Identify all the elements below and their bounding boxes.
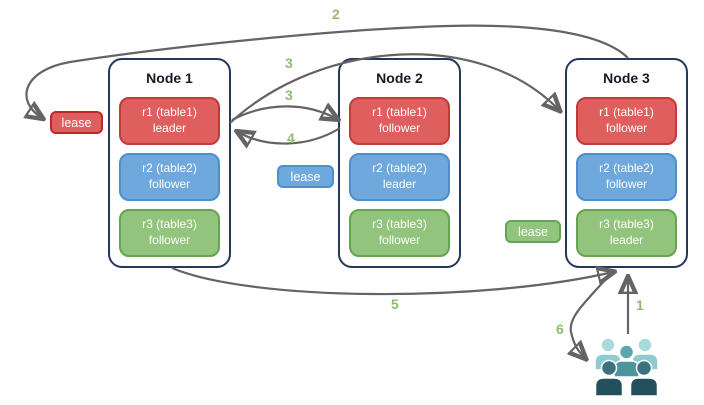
node-1: Node 1 r1 (table1) leader r2 (table2) fo… xyxy=(108,58,231,268)
node1-replica-r2: r2 (table2) follower xyxy=(119,153,220,201)
node1-replica-r1: r1 (table1) leader xyxy=(119,97,220,145)
step-label-6: 6 xyxy=(556,321,564,337)
lease-badge-r2: lease xyxy=(277,165,334,188)
node-1-title: Node 1 xyxy=(146,70,193,86)
replica-name: r1 (table1) xyxy=(599,105,654,120)
replica-role: follower xyxy=(378,233,421,247)
step-label-3-lower: 3 xyxy=(285,87,293,103)
replica-name: r3 (table3) xyxy=(599,217,654,232)
users-group-icon xyxy=(594,337,659,397)
replica-name: r1 (table1) xyxy=(372,105,427,120)
replica-name: r3 (table3) xyxy=(142,217,197,232)
replica-role: leader xyxy=(382,177,417,191)
node-2: Node 2 r1 (table1) follower r2 (table2) … xyxy=(338,58,461,268)
step-label-5: 5 xyxy=(391,296,399,312)
replica-role: follower xyxy=(378,121,421,135)
node3-replica-r1: r1 (table1) follower xyxy=(576,97,677,145)
node2-replica-r3: r3 (table3) follower xyxy=(349,209,450,257)
lease-badge-r3: lease xyxy=(505,220,561,243)
arrow-step-5-node1-to-node3 xyxy=(171,268,613,296)
step-label-4: 4 xyxy=(287,130,295,146)
replica-name: r2 (table2) xyxy=(599,161,654,176)
step-label-3-upper: 3 xyxy=(285,55,293,71)
node-3-title: Node 3 xyxy=(603,70,650,86)
lease-badge-r1: lease xyxy=(50,111,103,134)
node3-replica-r3: r3 (table3) leader xyxy=(576,209,677,257)
replica-name: r2 (table2) xyxy=(142,161,197,176)
node3-replica-r2: r2 (table2) follower xyxy=(576,153,677,201)
replica-role: follower xyxy=(148,233,191,247)
replica-role: follower xyxy=(605,177,648,191)
replica-role: leader xyxy=(609,233,644,247)
replica-role: follower xyxy=(148,177,191,191)
node2-replica-r2: r2 (table2) leader xyxy=(349,153,450,201)
node-3: Node 3 r1 (table1) follower r2 (table2) … xyxy=(565,58,688,268)
node2-replica-r1: r1 (table1) follower xyxy=(349,97,450,145)
replica-role: leader xyxy=(152,121,187,135)
replica-name: r1 (table1) xyxy=(142,105,197,120)
step-label-2: 2 xyxy=(332,6,340,22)
step-label-1: 1 xyxy=(636,297,644,313)
replica-name: r3 (table3) xyxy=(372,217,427,232)
node-2-title: Node 2 xyxy=(376,70,423,86)
replica-name: r2 (table2) xyxy=(372,161,427,176)
replica-role: follower xyxy=(605,121,648,135)
arrow-step-3-node1-to-node2 xyxy=(231,106,337,120)
node1-replica-r3: r3 (table3) follower xyxy=(119,209,220,257)
